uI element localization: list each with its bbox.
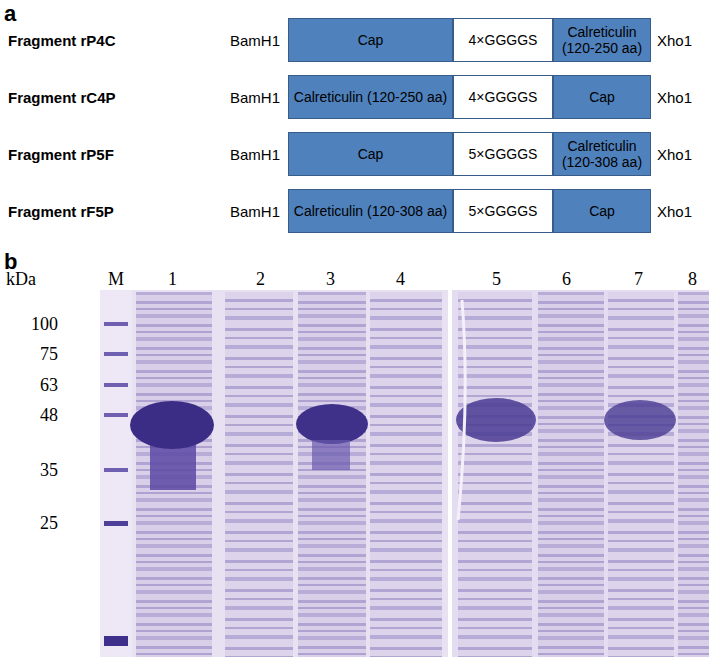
lane bbox=[370, 292, 442, 657]
box-text: Cap bbox=[585, 203, 619, 219]
box-text: Cap bbox=[354, 146, 388, 162]
lane bbox=[225, 292, 293, 657]
marker-size: 35 bbox=[40, 460, 58, 481]
gel-ground bbox=[452, 290, 709, 657]
box-text: Calreticulin (120-308 aa) bbox=[290, 203, 451, 219]
lane-label: M bbox=[108, 269, 124, 290]
lane bbox=[678, 292, 709, 657]
linker-box: 4×GGGGS bbox=[453, 75, 553, 119]
domain-box: Calreticulin (120-308 aa) bbox=[553, 132, 651, 176]
gel-crack bbox=[458, 300, 465, 520]
lane bbox=[458, 292, 532, 657]
domain-box: Cap bbox=[288, 18, 453, 62]
box-text: Calreticulin (120-250 aa) bbox=[554, 24, 650, 56]
gel-ground bbox=[100, 290, 448, 657]
domain-box: Cap bbox=[288, 132, 453, 176]
protein-band bbox=[604, 400, 676, 440]
box-text: 4×GGGGS bbox=[465, 32, 542, 48]
restriction-site: Xho1 bbox=[657, 203, 692, 220]
gel-right bbox=[452, 290, 709, 657]
fragment-name: Fragment rC4P bbox=[8, 89, 116, 106]
lane-label: 4 bbox=[396, 269, 405, 290]
protein-smear bbox=[312, 440, 350, 470]
marker-size: 48 bbox=[40, 405, 58, 426]
lane bbox=[298, 292, 366, 657]
box-text: Calreticulin (120-250 aa) bbox=[290, 89, 451, 105]
marker-band bbox=[104, 521, 128, 526]
fragment-name: Fragment rP4C bbox=[8, 32, 116, 49]
protein-band bbox=[130, 401, 214, 449]
lane bbox=[136, 292, 212, 657]
restriction-site: BamH1 bbox=[230, 146, 280, 163]
restriction-site: BamH1 bbox=[230, 89, 280, 106]
marker-band bbox=[104, 413, 128, 417]
restriction-site: Xho1 bbox=[657, 146, 692, 163]
linker-box: 5×GGGGS bbox=[453, 189, 553, 233]
lane bbox=[608, 292, 674, 657]
protein-band bbox=[296, 404, 368, 444]
gel-left bbox=[100, 290, 448, 657]
marker-lane bbox=[100, 290, 132, 657]
domain-box: Calreticulin (120-250 aa) bbox=[553, 18, 651, 62]
lane-label: 3 bbox=[326, 269, 335, 290]
protein-band bbox=[456, 398, 536, 442]
linker-box: 5×GGGGS bbox=[453, 132, 553, 176]
fragment-name: Fragment rP5F bbox=[8, 146, 114, 163]
restriction-site: BamH1 bbox=[230, 32, 280, 49]
fragment-name: Fragment rF5P bbox=[8, 203, 114, 220]
lane-label: 7 bbox=[634, 269, 643, 290]
marker-size: 63 bbox=[40, 375, 58, 396]
restriction-site: Xho1 bbox=[657, 32, 692, 49]
marker-band bbox=[104, 322, 128, 326]
lane-label: 5 bbox=[492, 269, 501, 290]
marker-size: 100 bbox=[31, 314, 58, 335]
axis-unit: kDa bbox=[6, 269, 36, 290]
box-text: Calreticulin (120-308 aa) bbox=[554, 138, 650, 170]
box-text: 4×GGGGS bbox=[465, 89, 542, 105]
restriction-site: Xho1 bbox=[657, 89, 692, 106]
domain-box: Cap bbox=[553, 75, 651, 119]
lane-label: 6 bbox=[562, 269, 571, 290]
panel-letter: a bbox=[4, 1, 16, 27]
box-text: 5×GGGGS bbox=[465, 203, 542, 219]
lane bbox=[538, 292, 604, 657]
marker-band bbox=[104, 383, 128, 387]
linker-box: 4×GGGGS bbox=[453, 18, 553, 62]
box-text: 5×GGGGS bbox=[465, 146, 542, 162]
marker-band bbox=[104, 468, 128, 472]
marker-size: 25 bbox=[40, 513, 58, 534]
box-text: Cap bbox=[354, 32, 388, 48]
domain-box: Calreticulin (120-308 aa) bbox=[288, 189, 453, 233]
lane-label: 8 bbox=[688, 269, 697, 290]
marker-band bbox=[104, 352, 128, 356]
box-text: Cap bbox=[585, 89, 619, 105]
lane-label: 2 bbox=[256, 269, 265, 290]
marker-size: 75 bbox=[40, 344, 58, 365]
restriction-site: BamH1 bbox=[230, 203, 280, 220]
marker-band bbox=[104, 636, 128, 646]
domain-box: Calreticulin (120-250 aa) bbox=[288, 75, 453, 119]
lane-label: 1 bbox=[168, 269, 177, 290]
domain-box: Cap bbox=[553, 189, 651, 233]
